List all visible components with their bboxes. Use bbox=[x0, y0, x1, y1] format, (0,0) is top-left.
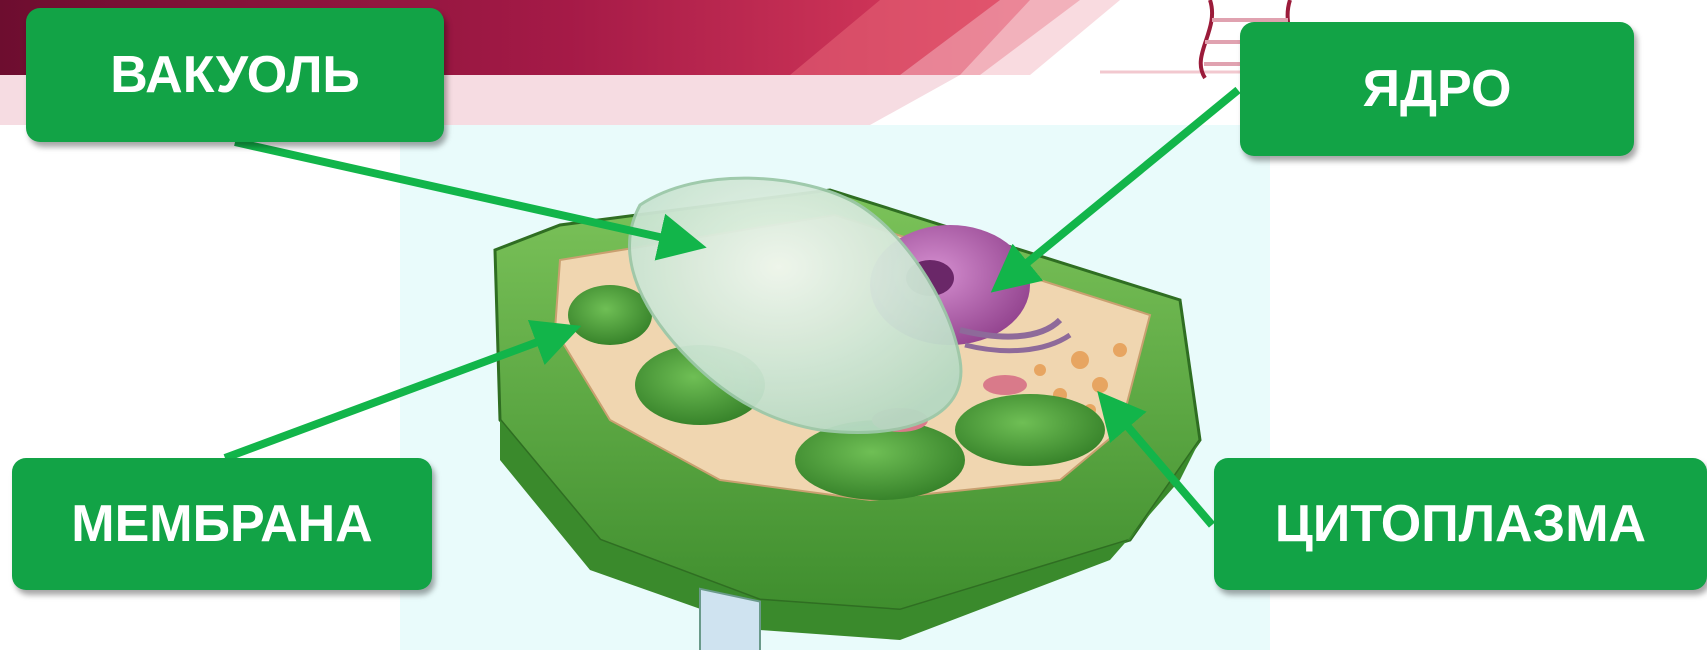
mitochondrion bbox=[983, 375, 1027, 395]
label-nucleus: ЯДРО bbox=[1240, 22, 1634, 156]
label-cytoplasm-text: ЦИТОПЛАЗМА bbox=[1275, 492, 1646, 556]
label-nucleus-text: ЯДРО bbox=[1363, 57, 1512, 121]
label-membrane-text: МЕМБРАНА bbox=[71, 492, 372, 556]
label-vacuole-text: ВАКУОЛЬ bbox=[110, 43, 360, 107]
label-cytoplasm: ЦИТОПЛАЗМА bbox=[1214, 458, 1707, 590]
chloroplast bbox=[955, 394, 1105, 466]
label-vacuole: ВАКУОЛЬ bbox=[26, 8, 444, 142]
label-membrane: МЕМБРАНА bbox=[12, 458, 432, 590]
chloroplast bbox=[568, 285, 652, 345]
